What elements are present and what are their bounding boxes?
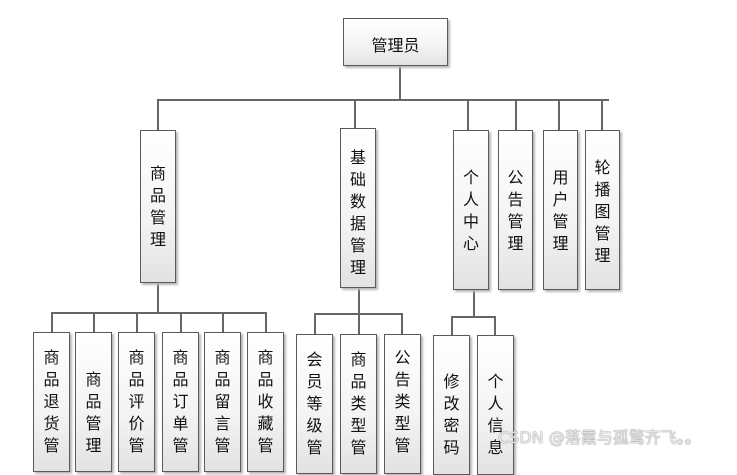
node-label: 商品退货管 (43, 348, 60, 455)
connector (399, 66, 401, 101)
node-label: 个人中心 (462, 168, 479, 253)
node-label: 商品管理 (149, 164, 166, 249)
connector (467, 99, 469, 130)
connector (93, 312, 95, 333)
connector (265, 312, 267, 333)
node-goods: 商品管理 (75, 332, 112, 472)
watermark: CSDN @落霞与孤鹜齐飞。。 (498, 428, 701, 447)
connector (157, 99, 159, 130)
connector (494, 316, 496, 336)
node-goods-return: 商品退货管 (33, 332, 70, 472)
node-user-management: 用户管理 (543, 130, 578, 290)
node-label: 管理员 (371, 36, 420, 55)
node-change-password: 修改密码 (433, 335, 470, 475)
node-goods-message: 商品留言管 (204, 332, 241, 472)
node-notice-type: 公告类型管 (384, 334, 421, 474)
node-label: 用户管理 (552, 168, 569, 253)
node-label: 商品类型管 (350, 350, 367, 457)
node-label: 商品收藏管 (257, 348, 274, 455)
connector (601, 99, 603, 130)
node-member-level: 会员等级管 (296, 334, 333, 474)
connector (515, 99, 517, 130)
node-goods-type: 商品类型管 (340, 334, 377, 474)
connector (358, 288, 360, 314)
connector (222, 312, 224, 333)
node-label: 基础数据管理 (349, 148, 366, 277)
connector (473, 290, 475, 317)
connector (451, 316, 496, 318)
node-label: 公告类型管 (394, 348, 411, 455)
node-personal-info: 个人信息 (477, 335, 514, 475)
node-goods-management: 商品管理 (140, 130, 176, 283)
connector (451, 316, 453, 336)
node-label: 会员等级管 (306, 350, 323, 457)
node-label: 修改密码 (443, 372, 460, 457)
node-label: 商品订单管 (172, 348, 189, 455)
node-goods-review: 商品评价管 (118, 332, 155, 472)
connector (157, 99, 609, 101)
node-label: 商品管理 (85, 370, 102, 455)
connector (180, 312, 182, 333)
node-root: 管理员 (343, 18, 448, 66)
node-label: 商品评价管 (128, 348, 145, 455)
connector (558, 99, 560, 130)
node-basic-data-management: 基础数据管理 (340, 128, 376, 288)
node-label: 公告管理 (507, 168, 524, 253)
node-personal-center: 个人中心 (453, 130, 489, 290)
connector (314, 313, 316, 334)
node-goods-favorite: 商品收藏管 (247, 332, 284, 472)
node-label: 商品留言管 (214, 348, 231, 455)
connector (51, 312, 267, 314)
connector (401, 313, 403, 334)
node-carousel-management: 轮播图管理 (585, 130, 620, 290)
node-goods-order: 商品订单管 (162, 332, 199, 472)
node-label: 个人信息 (487, 372, 504, 457)
connector (358, 313, 360, 334)
node-label: 轮播图管理 (594, 158, 611, 265)
connector (157, 283, 159, 314)
connector (136, 312, 138, 333)
node-notice-management: 公告管理 (498, 130, 533, 290)
connector (354, 99, 356, 128)
connector (51, 312, 53, 333)
